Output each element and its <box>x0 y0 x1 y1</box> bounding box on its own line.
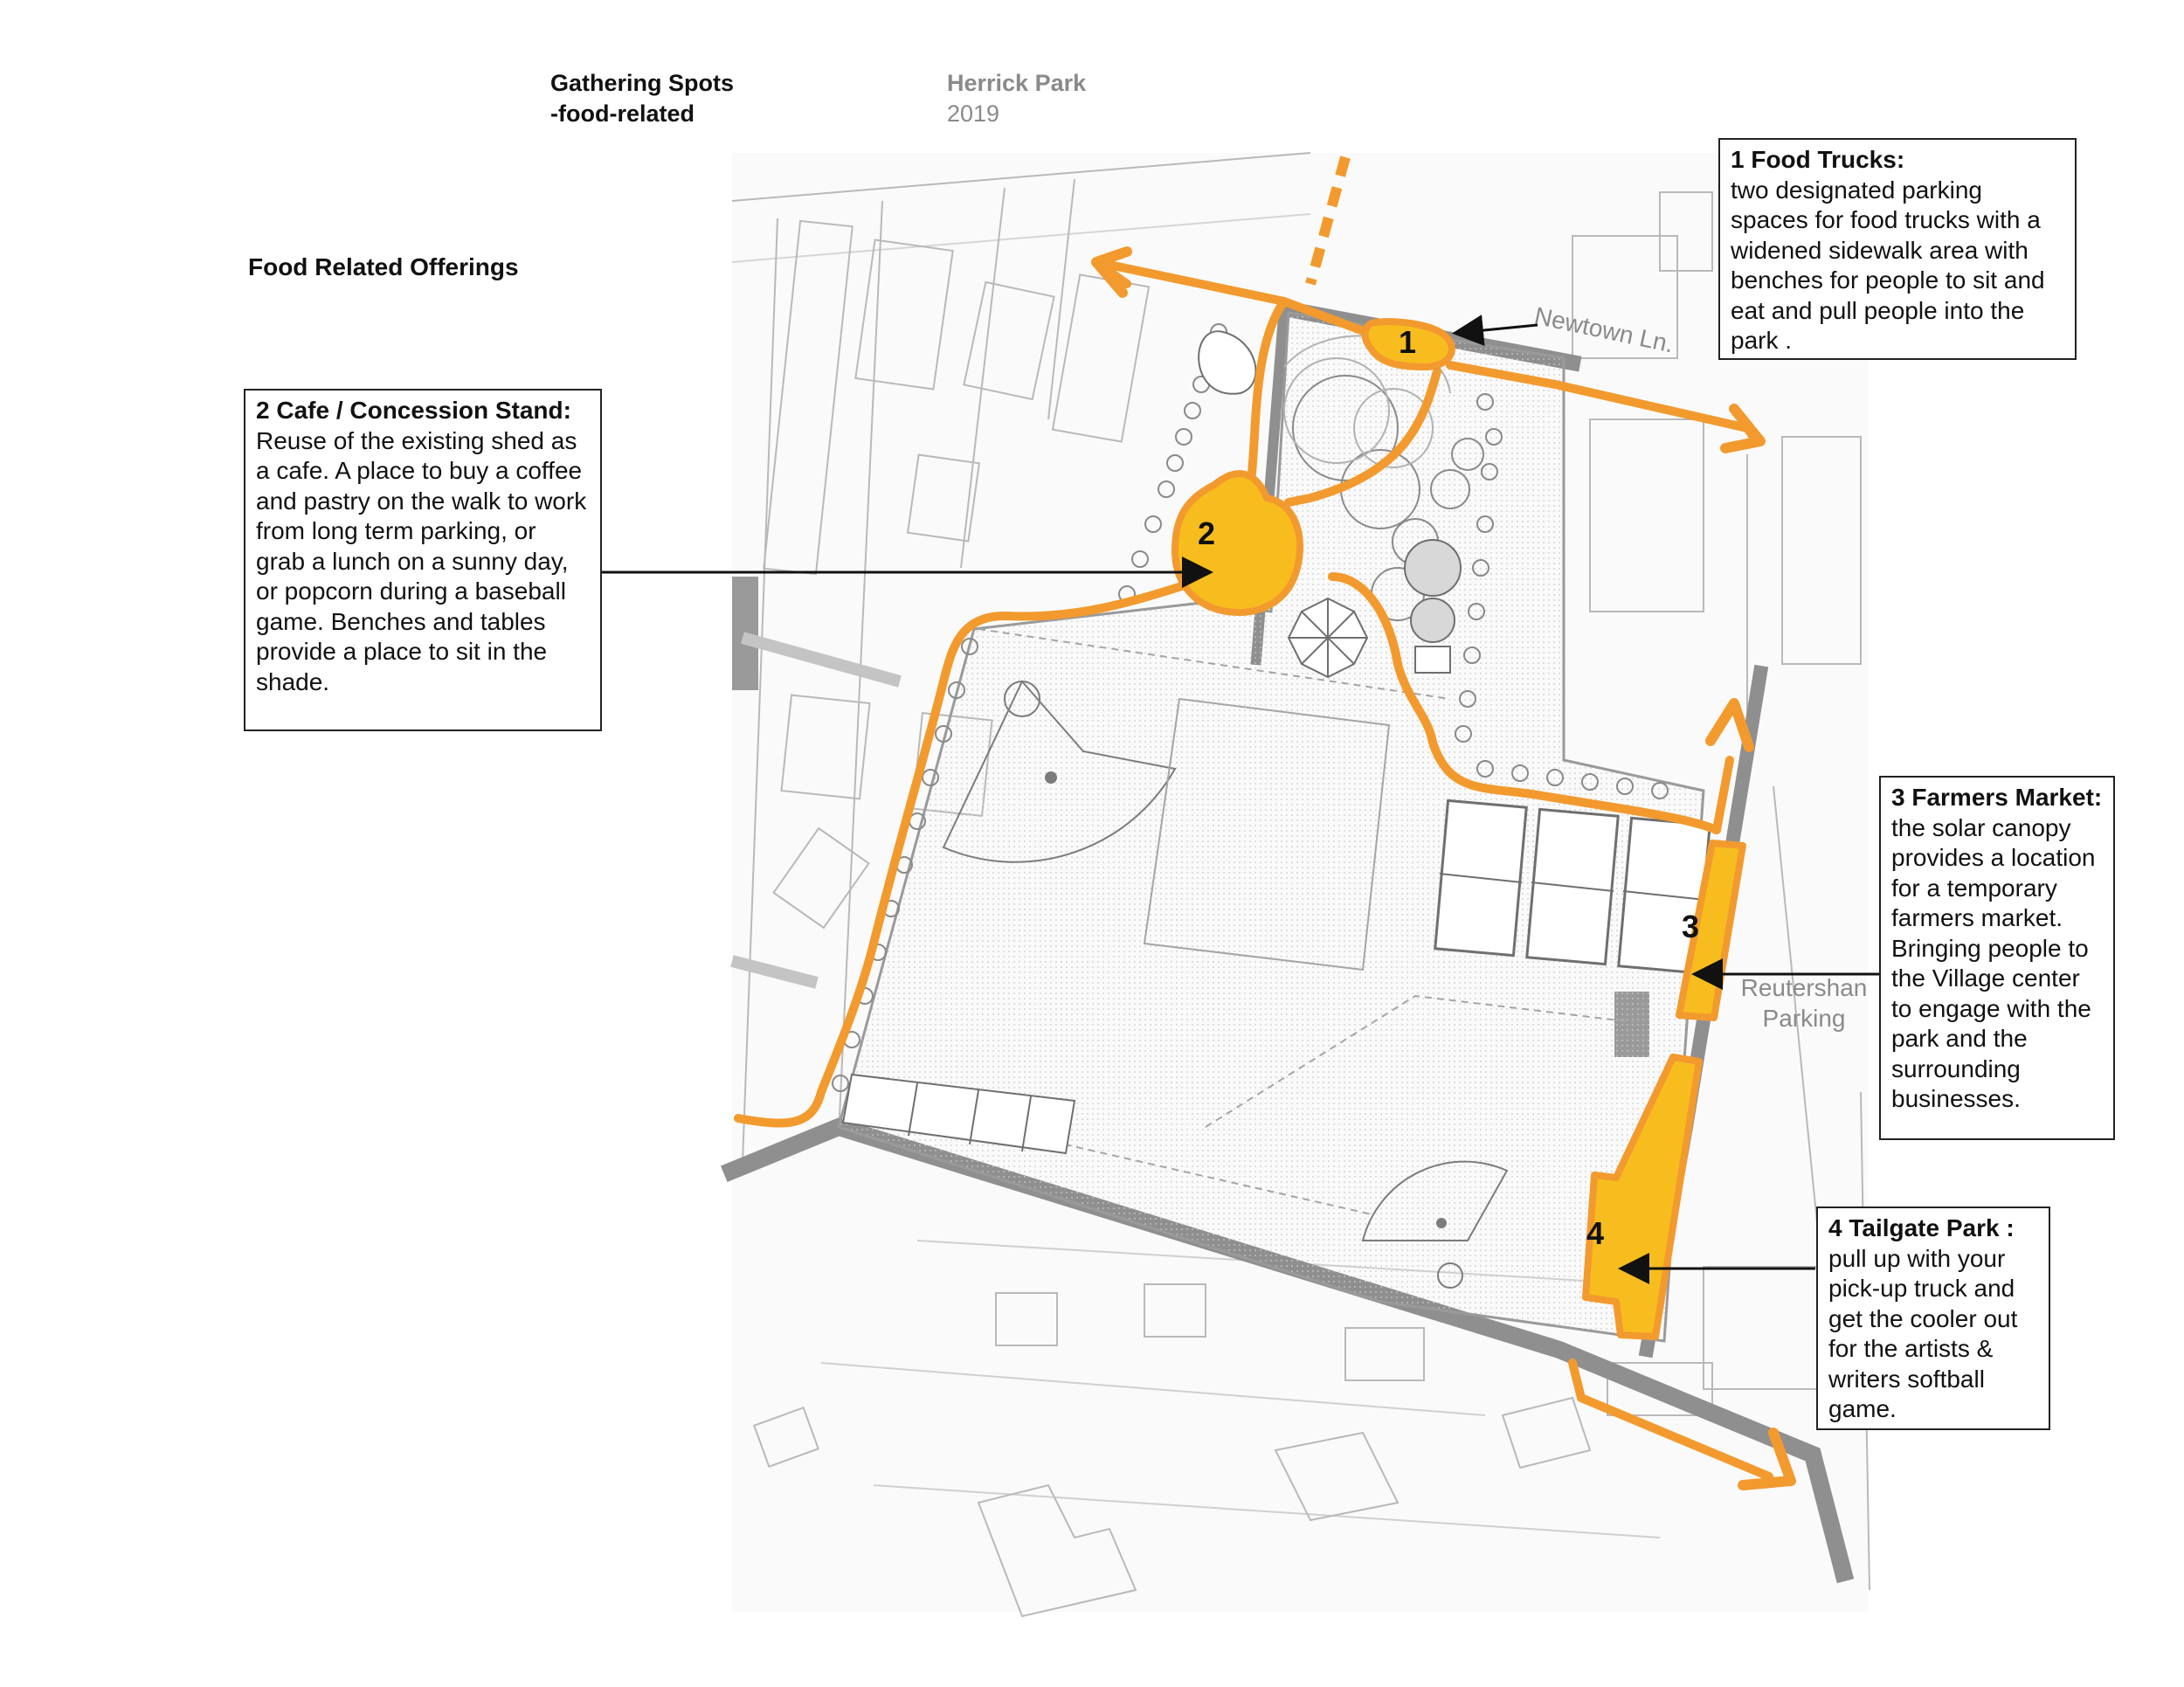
callout-food-trucks: 1 Food Trucks: two designated parking sp… <box>1718 138 2077 360</box>
project-year: 2019 <box>947 100 1000 127</box>
callout-cafe: 2 Cafe / Concession Stand: Reuse of the … <box>244 389 602 731</box>
project-label: Herrick Park 2019 <box>947 68 1086 129</box>
callout-body: the solar canopy provides a location for… <box>1891 813 2096 1113</box>
title-line-1: Gathering Spots <box>550 70 735 96</box>
route-arrow-icon <box>1091 246 1796 1490</box>
callout-body: Reuse of the existing shed as a cafe. A … <box>256 426 587 695</box>
callout-tailgate-park: 4 Tailgate Park : pull up with your pick… <box>1816 1206 2050 1430</box>
callout-title: 2 Cafe / Concession Stand: <box>256 397 571 424</box>
pointer-arrow-icon <box>601 315 1887 1284</box>
title-line-2: -food-related <box>550 100 695 127</box>
callout-farmers-market: 3 Farmers Market: the solar canopy provi… <box>1879 776 2115 1140</box>
callout-body: two designated parking spaces for food t… <box>1731 176 2045 355</box>
parking-label-line1: Reutershan <box>1741 974 1868 1001</box>
zone-4-tailgate-park <box>1582 1054 1703 1340</box>
zone-1-food-trucks <box>1361 318 1455 370</box>
section-title: Food Related Offerings <box>248 253 519 280</box>
callout-title: 3 Farmers Market: <box>1891 784 2103 811</box>
callout-title: 1 Food Trucks: <box>1731 146 1905 173</box>
park-grounds <box>832 311 1711 1343</box>
marker-4: 4 <box>1586 1215 1604 1251</box>
marker-2: 2 <box>1198 515 1215 551</box>
callout-body: pull up with your pick-up truck and get … <box>1828 1244 2018 1423</box>
zone-markers: 1 2 3 4 <box>1198 324 1699 1251</box>
food-zones <box>1171 318 1746 1340</box>
page-title: Gathering Spots -food-related <box>550 68 734 129</box>
marker-1: 1 <box>1399 324 1416 360</box>
project-name: Herrick Park <box>947 70 1087 96</box>
marker-3: 3 <box>1682 909 1699 944</box>
callout-title: 4 Tailgate Park : <box>1828 1214 2015 1241</box>
parking-label-line2: Parking <box>1763 1005 1846 1032</box>
dashed-route <box>1305 156 1351 286</box>
